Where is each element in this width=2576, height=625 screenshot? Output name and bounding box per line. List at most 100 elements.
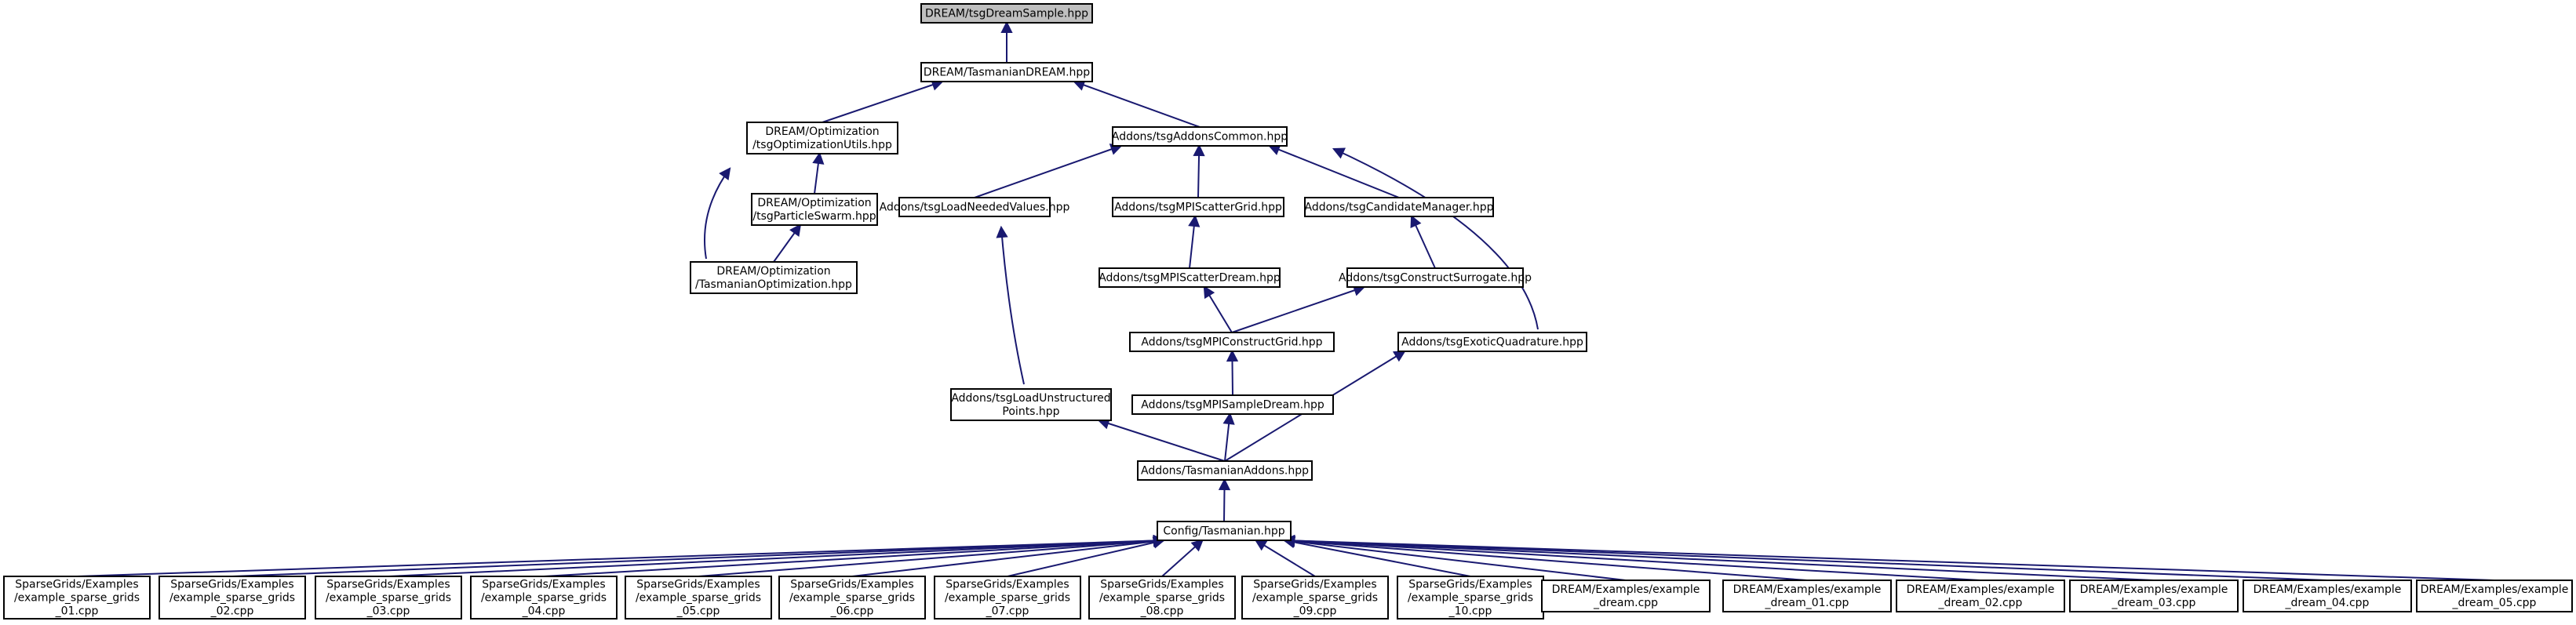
node-label: _06.cpp	[830, 605, 874, 618]
node-sg04[interactable]: SparseGrids/Examples/example_sparse_grid…	[470, 576, 618, 620]
node-tasaddons[interactable]: Addons/TasmanianAddons.hpp	[1137, 460, 1313, 481]
node-label: DREAM/tsgDreamSample.hpp	[925, 8, 1088, 20]
node-sg10[interactable]: SparseGrids/Examples/example_sparse_grid…	[1397, 576, 1544, 620]
edge-arrowhead	[812, 151, 825, 165]
edge-arrowhead	[789, 223, 802, 238]
node-box	[1088, 576, 1236, 620]
node-sg05[interactable]: SparseGrids/Examples/example_sparse_grid…	[625, 576, 772, 620]
node-dr05[interactable]: DREAM/Examples/example_dream_05.cpp	[2416, 580, 2573, 612]
node-sg06[interactable]: SparseGrids/Examples/example_sparse_grid…	[778, 576, 926, 620]
node-mpiscatter[interactable]: Addons/tsgMPIScatterGrid.hpp	[1112, 197, 1284, 217]
node-box	[625, 576, 772, 620]
node-exotic[interactable]: Addons/tsgExoticQuadrature.hpp	[1397, 332, 1587, 352]
node-label: _dream_03.cpp	[2111, 597, 2196, 609]
edge-arrowhead	[1188, 214, 1201, 227]
node-label: /TasmanianOptimization.hpp	[695, 278, 852, 291]
node-label: /tsgParticleSwarm.hpp	[752, 210, 876, 223]
node-dr01[interactable]: DREAM/Examples/example_dream_01.cpp	[1722, 580, 1892, 612]
node-box	[1099, 267, 1281, 288]
edge-arrowhead	[719, 167, 731, 180]
node-sg01[interactable]: SparseGrids/Examples/example_sparse_grid…	[3, 576, 151, 620]
node-label: _08.cpp	[1140, 605, 1184, 618]
node-label: Addons/tsgMPIScatterGrid.hpp	[1114, 202, 1282, 214]
node-scatterdream[interactable]: Addons/tsgMPIScatterDream.hpp	[1099, 267, 1281, 288]
edge-line	[974, 145, 1121, 198]
edge-line	[1284, 540, 1471, 577]
nodes-layer: DREAM/tsgDreamSample.hppDREAM/TasmanianD…	[3, 3, 2573, 620]
edge-line	[1269, 145, 1400, 198]
node-label: DREAM/Optimization	[765, 125, 879, 138]
node-dr03[interactable]: DREAM/Examples/example_dream_03.cpp	[2069, 580, 2239, 612]
node-box	[1397, 576, 1544, 620]
node-tasopt[interactable]: DREAM/Optimization/TasmanianOptimization…	[690, 261, 858, 294]
node-label: _04.cpp	[522, 605, 566, 618]
node-mpiconstruct[interactable]: Addons/tsgMPIConstructGrid.hpp	[1129, 332, 1335, 352]
edge-arrowhead	[1190, 539, 1204, 552]
node-label: /example_sparse_grids	[1252, 592, 1378, 605]
node-label: /example_sparse_grids	[945, 592, 1070, 605]
edge-sg04-to-config	[543, 535, 1166, 577]
node-box	[2416, 580, 2573, 612]
edge-line	[76, 540, 1164, 577]
node-label: Addons/tsgLoadUnstructured	[951, 392, 1110, 405]
node-label: /example_sparse_grids	[169, 592, 295, 605]
node-label: Addons/TasmanianAddons.hpp	[1141, 465, 1309, 478]
node-dr[interactable]: DREAM/Examples/example_dream.cpp	[1541, 580, 1711, 612]
node-sg02[interactable]: SparseGrids/Examples/example_sparse_grid…	[158, 576, 306, 620]
node-candidate[interactable]: Addons/tsgCandidateManager.hpp	[1304, 197, 1494, 217]
node-dr04[interactable]: DREAM/Examples/example_dream_04.cpp	[2243, 580, 2412, 612]
node-mpisample[interactable]: Addons/tsgMPISampleDream.hpp	[1131, 394, 1334, 415]
node-sg08[interactable]: SparseGrids/Examples/example_sparse_grid…	[1088, 576, 1236, 620]
edge-arrowhead	[996, 225, 1008, 238]
edge-scatterdream-to-mpiscatter	[1188, 214, 1201, 269]
edge-mpisample-to-mpiconstruct	[1226, 349, 1239, 396]
node-box	[470, 576, 618, 620]
node-label: /tsgOptimizationUtils.hpp	[752, 139, 892, 151]
node-config[interactable]: Config/Tasmanian.hpp	[1157, 521, 1292, 541]
edge-arrowhead	[1000, 20, 1013, 33]
node-box	[778, 576, 926, 620]
edge-line	[1231, 286, 1365, 333]
node-label: /example_sparse_grids	[789, 592, 915, 605]
node-label: Addons/tsgCandidateManager.hpp	[1305, 202, 1494, 214]
node-label: DREAM/Examples/example	[1733, 583, 1882, 596]
node-common[interactable]: Addons/tsgAddonsCommon.hpp	[1112, 126, 1288, 147]
node-box	[746, 122, 898, 154]
node-optutils[interactable]: DREAM/Optimization/tsgOptimizationUtils.…	[746, 122, 898, 154]
edges-layer	[76, 20, 2495, 581]
node-box	[1131, 394, 1334, 415]
node-label: Points.hpp	[1002, 405, 1059, 418]
node-sg09[interactable]: SparseGrids/Examples/example_sparse_grid…	[1241, 576, 1389, 620]
node-constructsur[interactable]: Addons/tsgConstructSurrogate.hpp	[1339, 267, 1532, 288]
edge-line	[1284, 540, 2328, 581]
node-label: SparseGrids/Examples	[326, 579, 450, 591]
edge-tasopt-to-swarm	[773, 223, 802, 263]
edge-line	[543, 540, 1164, 577]
node-label: Addons/tsgMPISampleDream.hpp	[1141, 399, 1324, 412]
edge-line	[1284, 540, 1808, 581]
edge-config-to-tasaddons	[1218, 478, 1231, 522]
edge-sg01-to-config	[76, 534, 1166, 577]
node-loadneeded[interactable]: Addons/tsgLoadNeededValues.hpp	[880, 197, 1070, 217]
node-sg07[interactable]: SparseGrids/Examples/example_sparse_grid…	[934, 576, 1081, 620]
edge-common-to-tasdream	[1072, 79, 1201, 128]
node-label: DREAM/Examples/example	[2421, 583, 2569, 596]
node-label: _07.cpp	[986, 605, 1029, 618]
edge-line	[851, 540, 1164, 577]
edge-line	[698, 540, 1164, 577]
edge-line	[1284, 540, 2155, 581]
node-tasdream[interactable]: DREAM/TasmanianDREAM.hpp	[920, 62, 1093, 82]
node-box	[315, 576, 462, 620]
node-label: _dream_05.cpp	[2452, 597, 2537, 609]
node-dr02[interactable]: DREAM/Examples/example_dream_02.cpp	[1896, 580, 2065, 612]
edge-arrowhead	[1332, 147, 1346, 159]
node-label: DREAM/Examples/example	[1552, 583, 1700, 596]
node-sg03[interactable]: SparseGrids/Examples/example_sparse_grid…	[315, 576, 462, 620]
edge-line	[704, 168, 731, 260]
node-swarm[interactable]: DREAM/Optimization/tsgParticleSwarm.hpp	[751, 193, 878, 226]
node-box	[934, 576, 1081, 620]
edge-arrowhead	[1392, 350, 1406, 362]
edge-line	[1073, 81, 1201, 128]
